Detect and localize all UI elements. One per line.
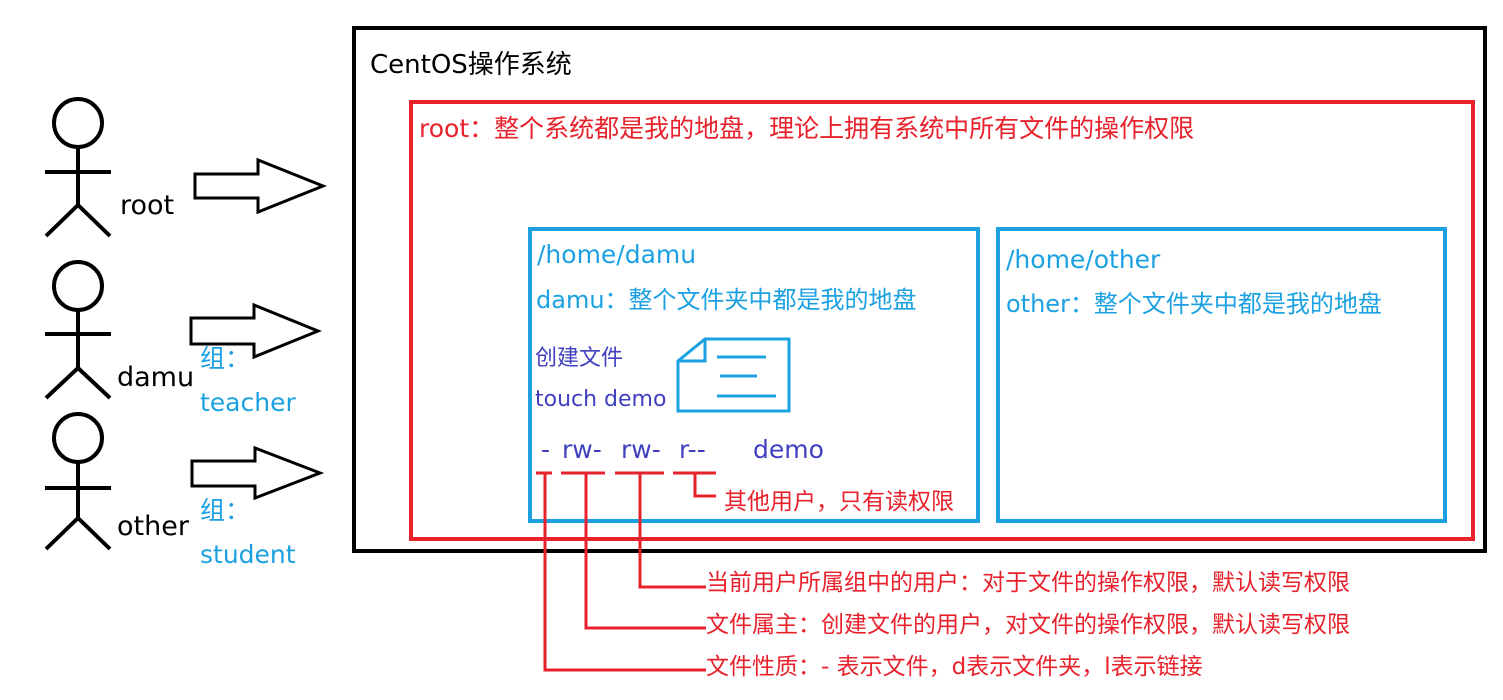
home-damu-description: damu：整个文件夹中都是我的地盘 xyxy=(536,286,917,314)
user-figure-damu xyxy=(44,260,112,400)
arrow-damu xyxy=(189,302,322,360)
user-name-root: root xyxy=(120,190,175,221)
touch-command: touch demo xyxy=(535,387,667,412)
home-other-box xyxy=(996,227,1447,523)
group-name-other: student xyxy=(200,540,296,569)
root-description: root：整个系统都是我的地盘，理论上拥有系统中所有文件的操作权限 xyxy=(419,114,1195,143)
document-icon xyxy=(676,337,791,413)
annotation-group: 当前用户所属组中的用户：对于文件的操作权限，默认读写权限 xyxy=(706,570,1350,596)
arrow-other xyxy=(190,445,325,501)
home-other-description: other：整个文件夹中都是我的地盘 xyxy=(1006,290,1382,318)
user-figure-root xyxy=(44,97,112,238)
annotation-others: 其他用户，只有读权限 xyxy=(724,489,954,515)
arrow-root xyxy=(193,157,328,215)
user-name-damu: damu xyxy=(117,362,195,393)
group-label-other: 组： xyxy=(200,496,251,525)
connector-others xyxy=(693,474,716,498)
perm-filename: demo xyxy=(753,435,824,464)
home-other-path: /home/other xyxy=(1006,245,1161,274)
group-name-damu: teacher xyxy=(200,388,296,417)
group-label-damu: 组： xyxy=(200,344,251,373)
perm-others: r-- xyxy=(679,435,706,464)
perm-type: - xyxy=(541,435,551,464)
perm-owner: rw- xyxy=(562,435,602,464)
connector-type xyxy=(543,474,706,672)
perm-group: rw- xyxy=(621,435,661,464)
home-damu-box xyxy=(528,227,980,523)
connector-owner xyxy=(584,474,706,630)
connector-group xyxy=(638,474,706,589)
root-scope-box xyxy=(409,100,1475,541)
annotation-owner: 文件属主：创建文件的用户，对文件的操作权限，默认读写权限 xyxy=(706,612,1350,638)
annotation-type: 文件性质：- 表示文件，d表示文件夹，l表示链接 xyxy=(706,654,1203,680)
user-name-other: other xyxy=(117,511,189,542)
centos-system-box xyxy=(352,26,1487,553)
system-title: CentOS操作系统 xyxy=(370,50,572,80)
user-figure-other xyxy=(44,412,112,551)
home-damu-path: /home/damu xyxy=(537,240,697,269)
create-file-label: 创建文件 xyxy=(535,346,624,371)
